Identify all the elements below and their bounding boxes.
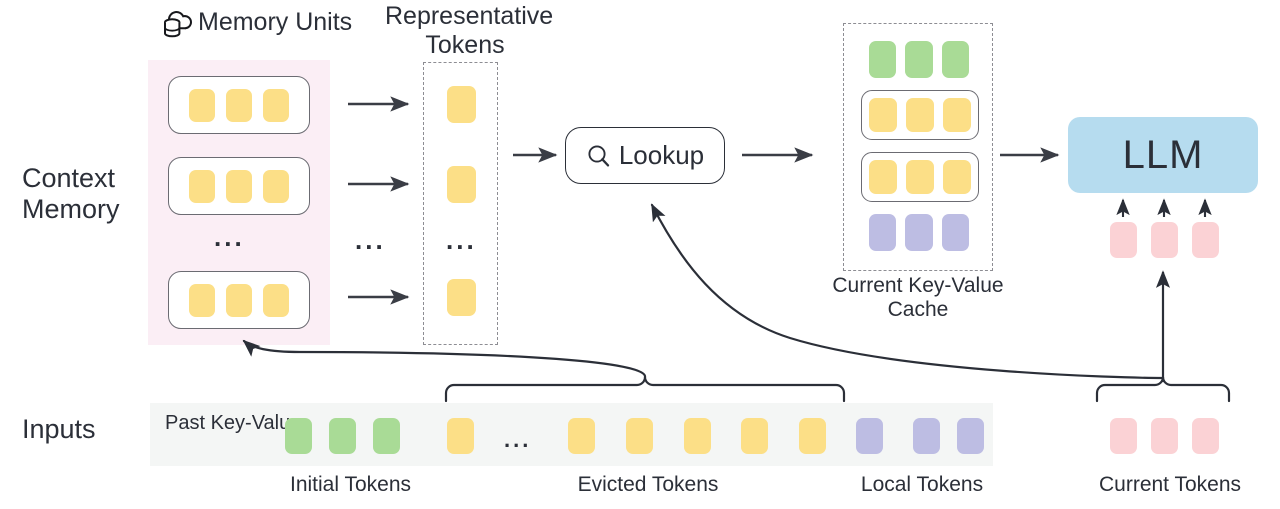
kv-token (941, 41, 969, 78)
arrows-ellipsis: ... (355, 225, 386, 255)
memory-unit-2[interactable] (168, 157, 310, 215)
representative-token-n (447, 279, 476, 316)
llm-input-token-2 (1151, 222, 1178, 258)
memory-token (189, 88, 215, 122)
memory-token (226, 283, 252, 317)
past-key-value-label: Past Key-Value (165, 412, 302, 434)
kv-row-retrieved-1 (861, 90, 979, 140)
kv-token (943, 98, 971, 132)
input-token-local-1 (856, 418, 883, 454)
input-token-local-3 (957, 418, 984, 454)
input-token-evicted-5 (741, 418, 768, 454)
arrow-evicted-to-context-memory (242, 339, 647, 379)
kv-token (869, 160, 897, 194)
memory-token (189, 283, 215, 317)
brace-current-tokens (1095, 376, 1231, 403)
memory-unit-n[interactable] (168, 271, 310, 329)
kv-token (943, 160, 971, 194)
input-token-initial-2 (329, 418, 356, 454)
lookup-box[interactable]: Lookup (565, 127, 725, 184)
kv-token (905, 41, 933, 78)
input-token-current-1 (1110, 418, 1137, 454)
search-icon (586, 143, 612, 169)
representative-tokens-label: Representative Tokens (385, 2, 554, 59)
kv-token (869, 98, 897, 132)
kv-token (906, 98, 934, 132)
input-token-evicted-3 (626, 418, 653, 454)
kv-token (906, 160, 934, 194)
current-tokens-caption: Current Tokens (1098, 473, 1242, 496)
input-token-evicted-2 (568, 418, 595, 454)
initial-tokens-caption: Initial Tokens (289, 473, 412, 496)
memory-token (263, 283, 289, 317)
context-memory-label: Context Memory (22, 163, 120, 225)
input-token-local-2 (913, 418, 940, 454)
representative-token-1 (447, 86, 476, 123)
representative-token-2 (447, 166, 476, 203)
memory-units-ellipsis: ... (214, 222, 245, 252)
llm-input-token-3 (1192, 222, 1219, 258)
memory-token (189, 169, 215, 203)
memory-token (226, 88, 252, 122)
current-kv-cache-label: Current Key-Value Cache (832, 274, 1004, 322)
kv-row-retrieved-2 (861, 152, 979, 202)
input-token-current-3 (1192, 418, 1219, 454)
memory-unit-1[interactable] (168, 76, 310, 134)
kv-row-local (869, 214, 969, 254)
evicted-tokens-caption: Evicted Tokens (577, 473, 719, 496)
kv-token (869, 214, 897, 251)
memory-token (263, 169, 289, 203)
llm-label: LLM (1122, 132, 1204, 177)
lookup-label: Lookup (618, 140, 705, 170)
kv-token (869, 41, 897, 78)
input-token-initial-3 (373, 418, 400, 454)
brace-evicted-tokens (444, 376, 846, 403)
context-memory-panel: ... (148, 60, 330, 345)
input-token-initial-1 (285, 418, 312, 454)
memory-units-label: Memory Units (198, 8, 353, 36)
kv-row-initial (869, 41, 969, 81)
input-token-evicted-6 (799, 418, 826, 454)
input-token-current-2 (1151, 418, 1178, 454)
memory-token (226, 169, 252, 203)
local-tokens-caption: Local Tokens (860, 473, 984, 496)
representative-tokens-ellipsis: ... (446, 225, 477, 255)
memory-token (263, 88, 289, 122)
kv-token (941, 214, 969, 251)
input-token-evicted-1 (447, 418, 474, 454)
cloud-database-icon (158, 6, 198, 46)
kv-token (905, 214, 933, 251)
input-token-evicted-4 (684, 418, 711, 454)
llm-box[interactable]: LLM (1068, 117, 1258, 193)
input-sequence-ellipsis: ... (504, 427, 532, 452)
llm-input-token-1 (1110, 222, 1137, 258)
inputs-label: Inputs (22, 414, 96, 444)
